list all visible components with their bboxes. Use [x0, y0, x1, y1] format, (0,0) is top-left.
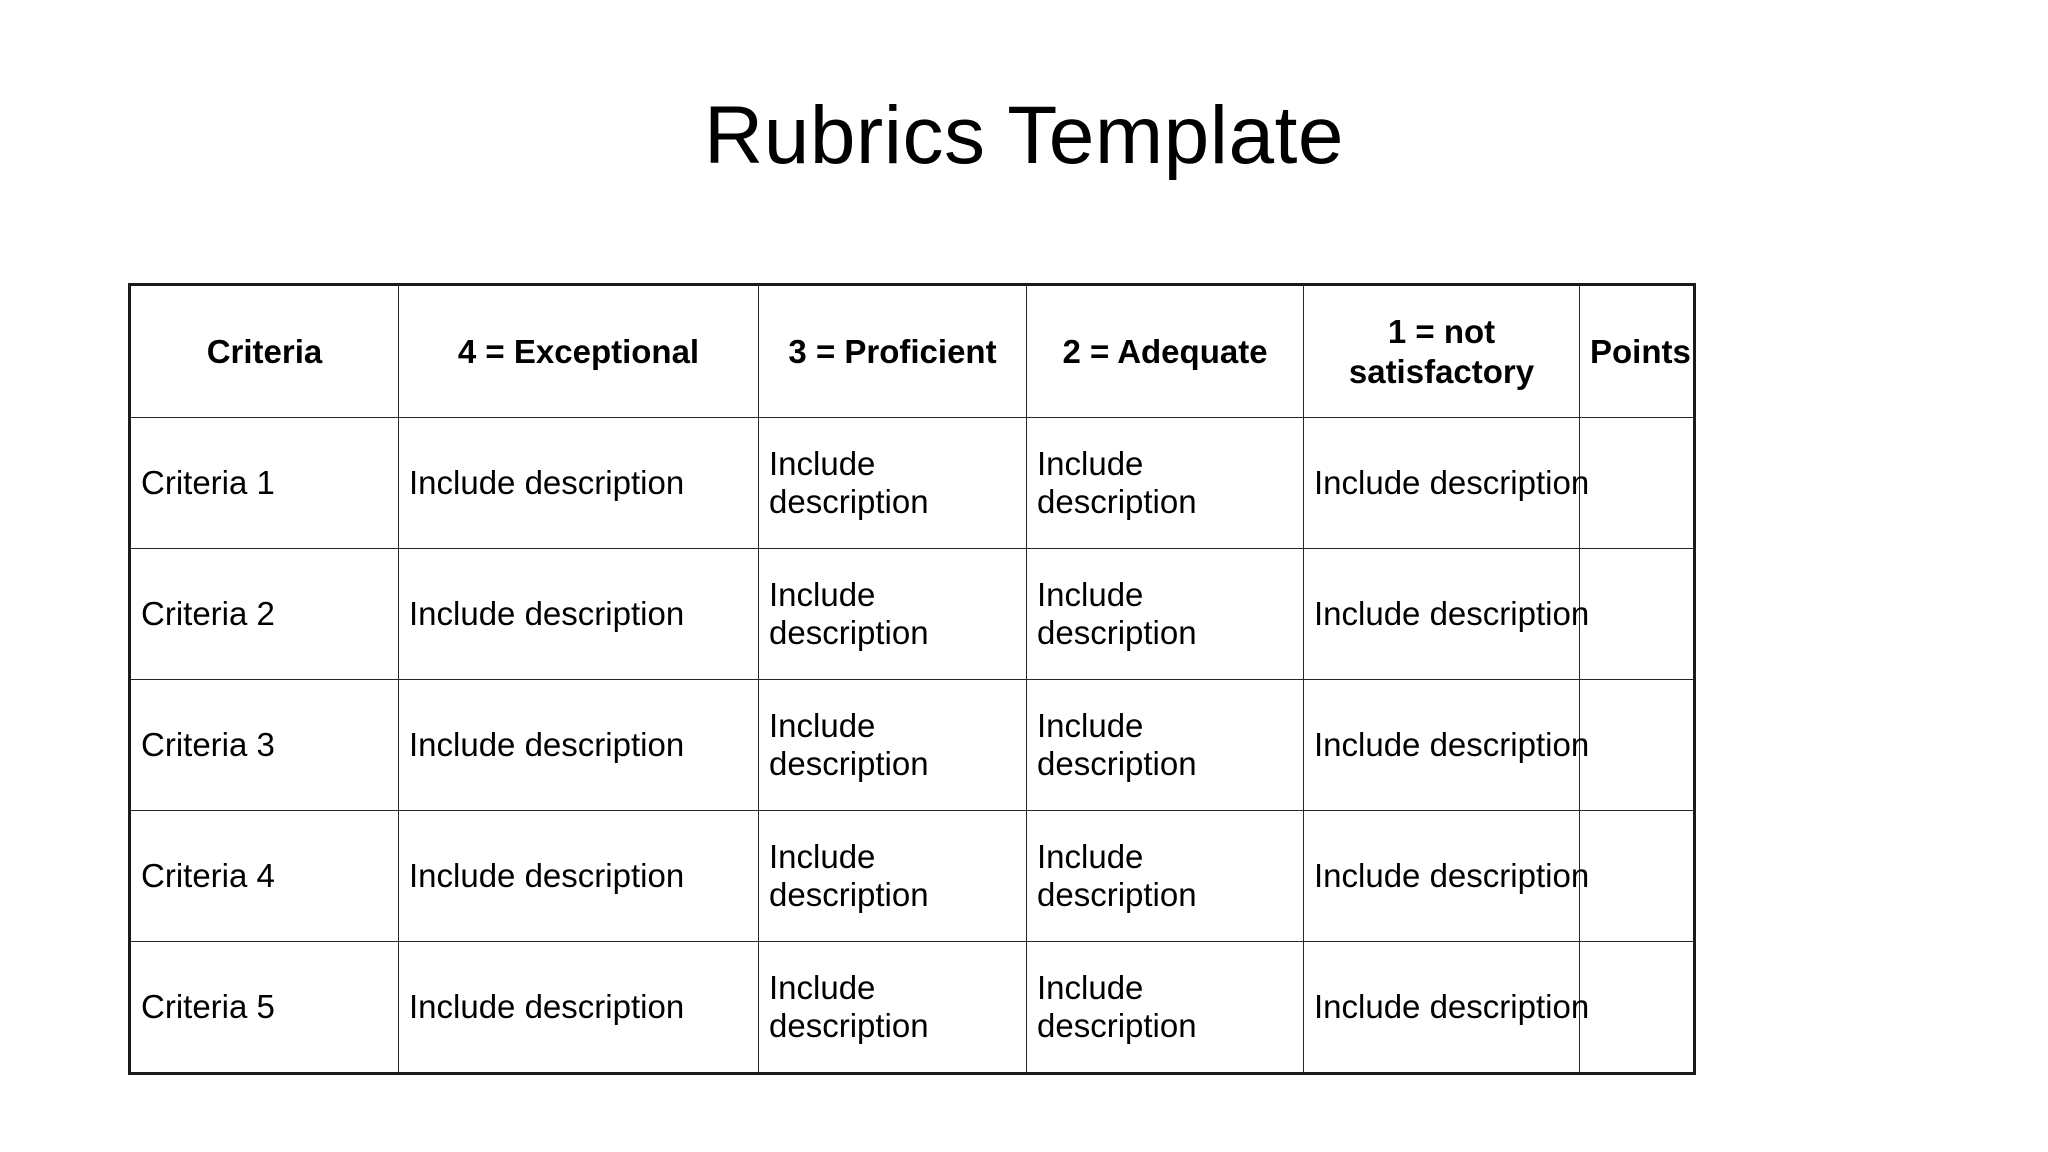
column-header-not-satisfactory: 1 = not satisfactory	[1303, 284, 1580, 418]
column-header-adequate: 2 = Adequate	[1026, 284, 1304, 418]
table-row: Criteria 3 Include description Include d…	[129, 679, 1695, 811]
cell-exceptional[interactable]: Include description	[398, 810, 759, 942]
cell-adequate[interactable]: Include description	[1026, 810, 1304, 942]
cell-criteria[interactable]: Criteria 5	[129, 941, 399, 1074]
table-row: Criteria 4 Include description Include d…	[129, 810, 1695, 942]
cell-criteria[interactable]: Criteria 1	[129, 417, 399, 549]
cell-exceptional[interactable]: Include description	[398, 548, 759, 680]
rubric-table-container: Criteria 4 = Exceptional 3 = Proficient …	[128, 283, 1696, 1075]
column-header-proficient: 3 = Proficient	[758, 284, 1027, 418]
table-header: Criteria 4 = Exceptional 3 = Proficient …	[129, 284, 1695, 418]
column-header-criteria: Criteria	[129, 284, 399, 418]
table-header-row: Criteria 4 = Exceptional 3 = Proficient …	[129, 284, 1695, 418]
column-header-points: Points	[1579, 284, 1695, 418]
cell-proficient[interactable]: Include description	[758, 417, 1027, 549]
cell-proficient[interactable]: Include description	[758, 548, 1027, 680]
cell-not-satisfactory[interactable]: Include description	[1303, 941, 1589, 1074]
cell-adequate[interactable]: Include description	[1026, 941, 1304, 1074]
cell-points[interactable]	[1579, 941, 1695, 1074]
cell-proficient[interactable]: Include description	[758, 679, 1027, 811]
cell-points[interactable]	[1579, 548, 1695, 680]
cell-exceptional[interactable]: Include description	[398, 941, 759, 1074]
cell-adequate[interactable]: Include description	[1026, 417, 1304, 549]
cell-criteria[interactable]: Criteria 3	[129, 679, 399, 811]
cell-adequate[interactable]: Include description	[1026, 548, 1304, 680]
cell-proficient[interactable]: Include description	[758, 941, 1027, 1074]
cell-not-satisfactory[interactable]: Include description	[1303, 679, 1589, 811]
cell-exceptional[interactable]: Include description	[398, 417, 759, 549]
cell-points[interactable]	[1579, 810, 1695, 942]
column-header-exceptional: 4 = Exceptional	[398, 284, 759, 418]
cell-proficient[interactable]: Include description	[758, 810, 1027, 942]
table-body: Criteria 1 Include description Include d…	[129, 417, 1695, 1074]
table-row: Criteria 2 Include description Include d…	[129, 548, 1695, 680]
cell-not-satisfactory[interactable]: Include description	[1303, 810, 1589, 942]
cell-points[interactable]	[1579, 417, 1695, 549]
cell-not-satisfactory[interactable]: Include description	[1303, 548, 1589, 680]
cell-adequate[interactable]: Include description	[1026, 679, 1304, 811]
cell-points[interactable]	[1579, 679, 1695, 811]
rubric-table: Criteria 4 = Exceptional 3 = Proficient …	[128, 283, 1696, 1075]
cell-not-satisfactory[interactable]: Include description	[1303, 417, 1589, 549]
cell-criteria[interactable]: Criteria 4	[129, 810, 399, 942]
cell-exceptional[interactable]: Include description	[398, 679, 759, 811]
table-row: Criteria 5 Include description Include d…	[129, 941, 1695, 1074]
page-title: Rubrics Template	[704, 90, 1344, 181]
table-row: Criteria 1 Include description Include d…	[129, 417, 1695, 549]
cell-criteria[interactable]: Criteria 2	[129, 548, 399, 680]
